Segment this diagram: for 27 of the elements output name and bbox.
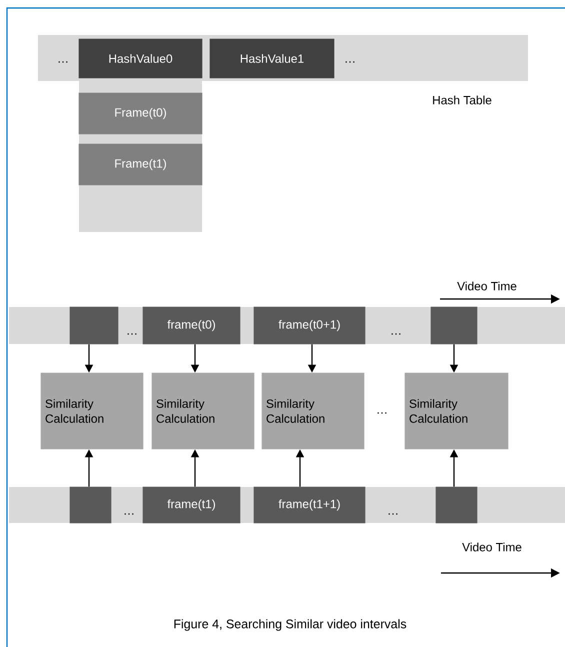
frame-cell: Frame(t1) [78, 144, 202, 186]
table-label: Hash Table [433, 96, 492, 104]
ellipsis: … [346, 61, 354, 63]
ellipsis: … [378, 412, 386, 414]
ellipsis: … [128, 333, 136, 335]
ellipsis: … [58, 61, 68, 63]
frame-block: frame(t0) [142, 306, 240, 344]
similarity-box: Similarity Calculation [40, 372, 144, 450]
ellipsis: … [388, 513, 398, 515]
frame-block [70, 306, 118, 344]
frame-block [436, 486, 478, 524]
ellipsis: … [392, 333, 400, 335]
axis-label: Video Time [457, 282, 516, 290]
axis-label: Video Time [462, 542, 522, 552]
frame-block [70, 486, 112, 524]
similarity-box: Similarity Calculation [404, 372, 508, 450]
frame-block: frame(t1) [142, 486, 240, 524]
frame-block: frame(t1+1) [254, 486, 366, 524]
similarity-box: Similarity Calculation [152, 372, 254, 450]
frame-block [430, 306, 478, 344]
frame-cell: Frame(t0) [78, 92, 202, 134]
ellipsis: … [124, 513, 134, 515]
hash-value-cell: HashValue0 [78, 38, 202, 78]
hash-value-cell: HashValue1 [210, 38, 334, 78]
frame-block: frame(t0+1) [254, 306, 366, 344]
similarity-box: Similarity Calculation [262, 372, 364, 450]
caption: Figure 4, Searching Similar video intervals [174, 619, 406, 631]
